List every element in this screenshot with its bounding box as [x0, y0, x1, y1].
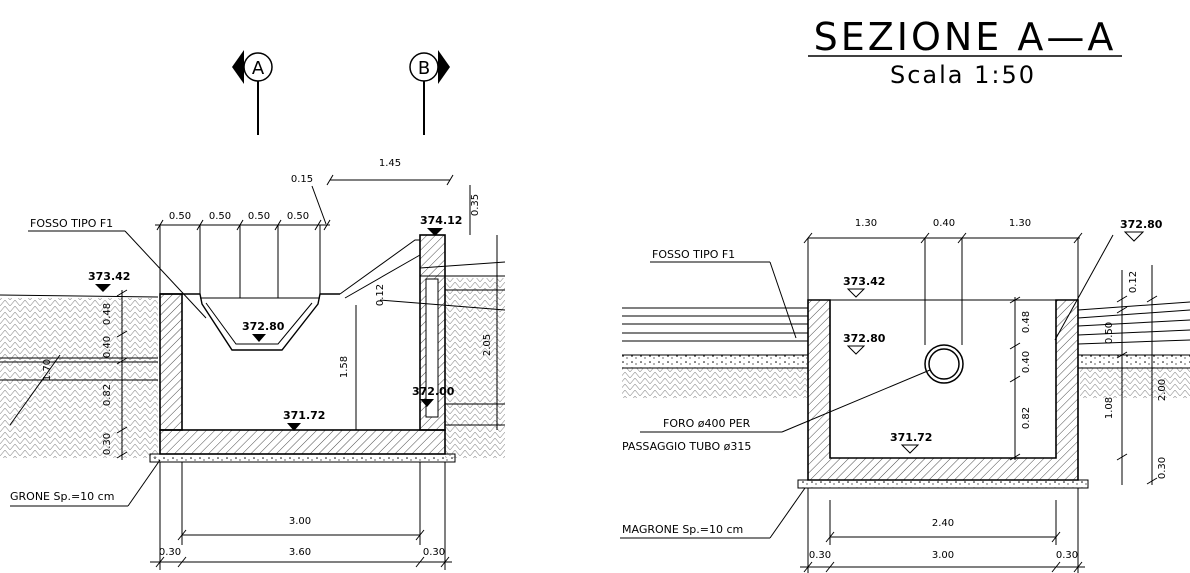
vdim-7: 2.05 [482, 334, 493, 356]
dim-top-1: 0.50 [169, 211, 191, 222]
ditch-profile [160, 293, 340, 351]
dim-bottom-4: 0.30 [423, 547, 445, 558]
dim-top-r3: 1.30 [1009, 218, 1031, 229]
level-372-80-top: 372.80 [1120, 218, 1163, 231]
vdim-3: 0.82 [102, 384, 113, 406]
dim-top-2: 0.50 [209, 211, 231, 222]
dim-top-5: 0.15 [291, 174, 313, 185]
fosso-label-right: FOSSO TIPO F1 [652, 248, 735, 261]
dim-bottom-r4: 0.30 [1056, 550, 1078, 561]
dim-top-4: 0.50 [287, 211, 309, 222]
level-373-42-left: 373.42 [88, 270, 130, 283]
level-373-42-right: 373.42 [843, 275, 885, 288]
level-371-72-left: 371.72 [283, 409, 325, 422]
marker-a-label: A [252, 58, 265, 79]
dim-top-3: 0.50 [248, 211, 270, 222]
foro-label-line1: FORO ø400 PER [663, 417, 751, 430]
vdim-r2: 0.40 [1021, 351, 1032, 373]
dim-bottom-r2: 0.30 [809, 550, 831, 561]
bottom-slab [159, 429, 446, 455]
vdim-r6: 1.08 [1104, 397, 1115, 419]
dim-top-6: 1.45 [379, 158, 401, 169]
dim-bottom-1: 3.00 [289, 516, 311, 527]
vdim-r8: 0.30 [1157, 457, 1168, 479]
scale-label: Scala 1:50 [890, 61, 1036, 89]
marker-b-label: B [418, 58, 430, 79]
level-374-12: 374.12 [420, 214, 462, 227]
box-structure [807, 299, 1079, 481]
magrone-layer [149, 453, 456, 463]
left-wall [159, 293, 183, 431]
right-section: 1.30 0.40 1.30 FOSSO TIPO F1 372.80 373.… [620, 218, 1190, 573]
dim-bottom-2: 0.30 [159, 547, 181, 558]
dim-top-r1: 1.30 [855, 218, 877, 229]
pipe-hole [924, 344, 964, 384]
vdim-r3: 0.82 [1021, 407, 1032, 429]
level-371-72-right: 371.72 [890, 431, 932, 444]
dim-top-r2: 0.40 [933, 218, 955, 229]
dim-bottom-r3: 3.00 [932, 550, 954, 561]
level-372-80-left: 372.80 [242, 320, 285, 333]
fosso-label-left: FOSSO TIPO F1 [30, 217, 113, 230]
section-marker-a: A [232, 50, 273, 135]
vdim-2: 0.40 [102, 336, 113, 358]
dim-bottom-3: 3.60 [289, 547, 311, 558]
left-section: 0.50 0.50 0.50 0.50 0.15 1.45 0.35 FOSSO… [0, 158, 506, 570]
vdim-r4: 0.12 [1128, 271, 1139, 293]
dim-top-7: 0.35 [470, 194, 481, 216]
vdim-r5: 0.50 [1104, 322, 1115, 344]
level-372-00: 372.00 [412, 385, 455, 398]
magrone-layer-right [797, 479, 1089, 489]
vdim-r1: 0.48 [1021, 311, 1032, 333]
magrone-label-left: GRONE Sp.=10 cm [10, 490, 114, 503]
vdim-6: 1.58 [339, 356, 350, 378]
vdim-4: 0.30 [102, 433, 113, 455]
vdim-r7: 2.00 [1157, 379, 1168, 401]
section-title: SEZIONE A—A [814, 15, 1117, 59]
foro-label-line2: PASSAGGIO TUBO ø315 [622, 440, 751, 453]
vdim-1: 0.48 [102, 303, 113, 325]
level-372-80-right: 372.80 [843, 332, 886, 345]
vdim-5: 1.70 [42, 359, 53, 381]
dim-bottom-r1: 2.40 [932, 518, 954, 529]
magrone-label-right: MAGRONE Sp.=10 cm [622, 523, 743, 536]
vdim-8: 0.12 [375, 284, 386, 306]
section-marker-b: B [409, 50, 450, 135]
